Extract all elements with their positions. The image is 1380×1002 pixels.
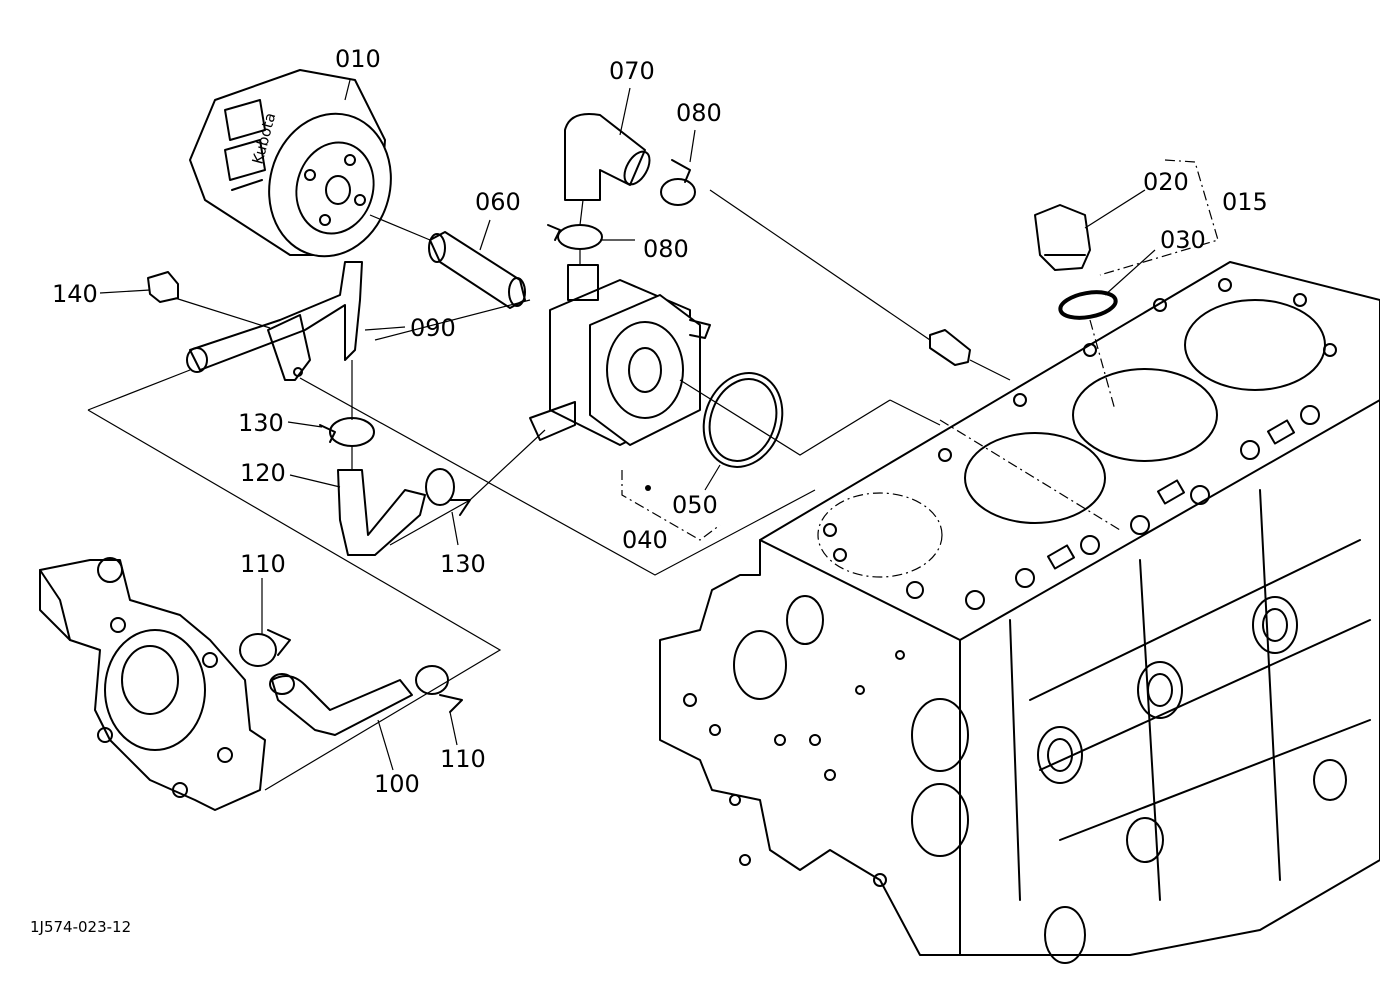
pipe-fitting-060 bbox=[428, 231, 526, 309]
callout-050: 050 bbox=[672, 491, 718, 519]
callout-100: 100 bbox=[374, 770, 420, 798]
hose-clamp-130-upper bbox=[319, 417, 375, 447]
callout-110-lower: 110 bbox=[440, 745, 486, 773]
engine-block bbox=[659, 261, 1380, 964]
callout-060: 060 bbox=[475, 188, 521, 216]
oil-cooler bbox=[529, 264, 711, 446]
union-fitting bbox=[929, 329, 971, 366]
callout-080-upper: 080 bbox=[676, 99, 722, 127]
callout-110-upper: 110 bbox=[240, 550, 286, 578]
figure-reference-code: 1J574-023-12 bbox=[30, 918, 131, 936]
callout-130-lower: 130 bbox=[440, 550, 486, 578]
hose-clamp-110-lower bbox=[415, 665, 463, 713]
water-flange-housing bbox=[39, 557, 266, 811]
block-deck-holes bbox=[823, 278, 1337, 610]
callout-030: 030 bbox=[1160, 226, 1206, 254]
callout-080-lower: 080 bbox=[643, 235, 689, 263]
callout-015: 015 bbox=[1222, 188, 1268, 216]
callout-010: 010 bbox=[335, 45, 381, 73]
hose-clamp-080-upper bbox=[660, 159, 696, 206]
hose-clamp-110-upper bbox=[239, 629, 291, 667]
callout-090: 090 bbox=[410, 314, 456, 342]
callout-120: 120 bbox=[240, 459, 286, 487]
oil-filter: Kubota bbox=[189, 69, 392, 258]
oil-filler-plug-020 bbox=[1034, 204, 1091, 271]
callout-070: 070 bbox=[609, 57, 655, 85]
callout-140: 140 bbox=[52, 280, 98, 308]
elbow-hose-070 bbox=[564, 113, 651, 201]
block-front-holes bbox=[683, 595, 969, 887]
callout-020: 020 bbox=[1143, 168, 1189, 196]
callout-040: 040 bbox=[622, 526, 668, 554]
pipe-090 bbox=[186, 261, 363, 381]
hose-120 bbox=[337, 469, 426, 556]
block-bosses bbox=[1037, 596, 1347, 964]
hose-clamp-080-lower bbox=[547, 224, 603, 250]
hose-clamp-130-lower bbox=[425, 468, 471, 516]
o-ring-050 bbox=[702, 372, 784, 468]
hose-100 bbox=[269, 673, 413, 736]
o-ring-030 bbox=[1058, 290, 1118, 320]
callout-labels: 010 015 020 030 040 050 060 070 080 080 … bbox=[52, 45, 1268, 798]
callout-130-upper: 130 bbox=[238, 409, 284, 437]
leader-lines bbox=[87, 79, 1219, 791]
bolt-140 bbox=[147, 271, 179, 303]
block-side-ribs bbox=[959, 489, 1371, 956]
